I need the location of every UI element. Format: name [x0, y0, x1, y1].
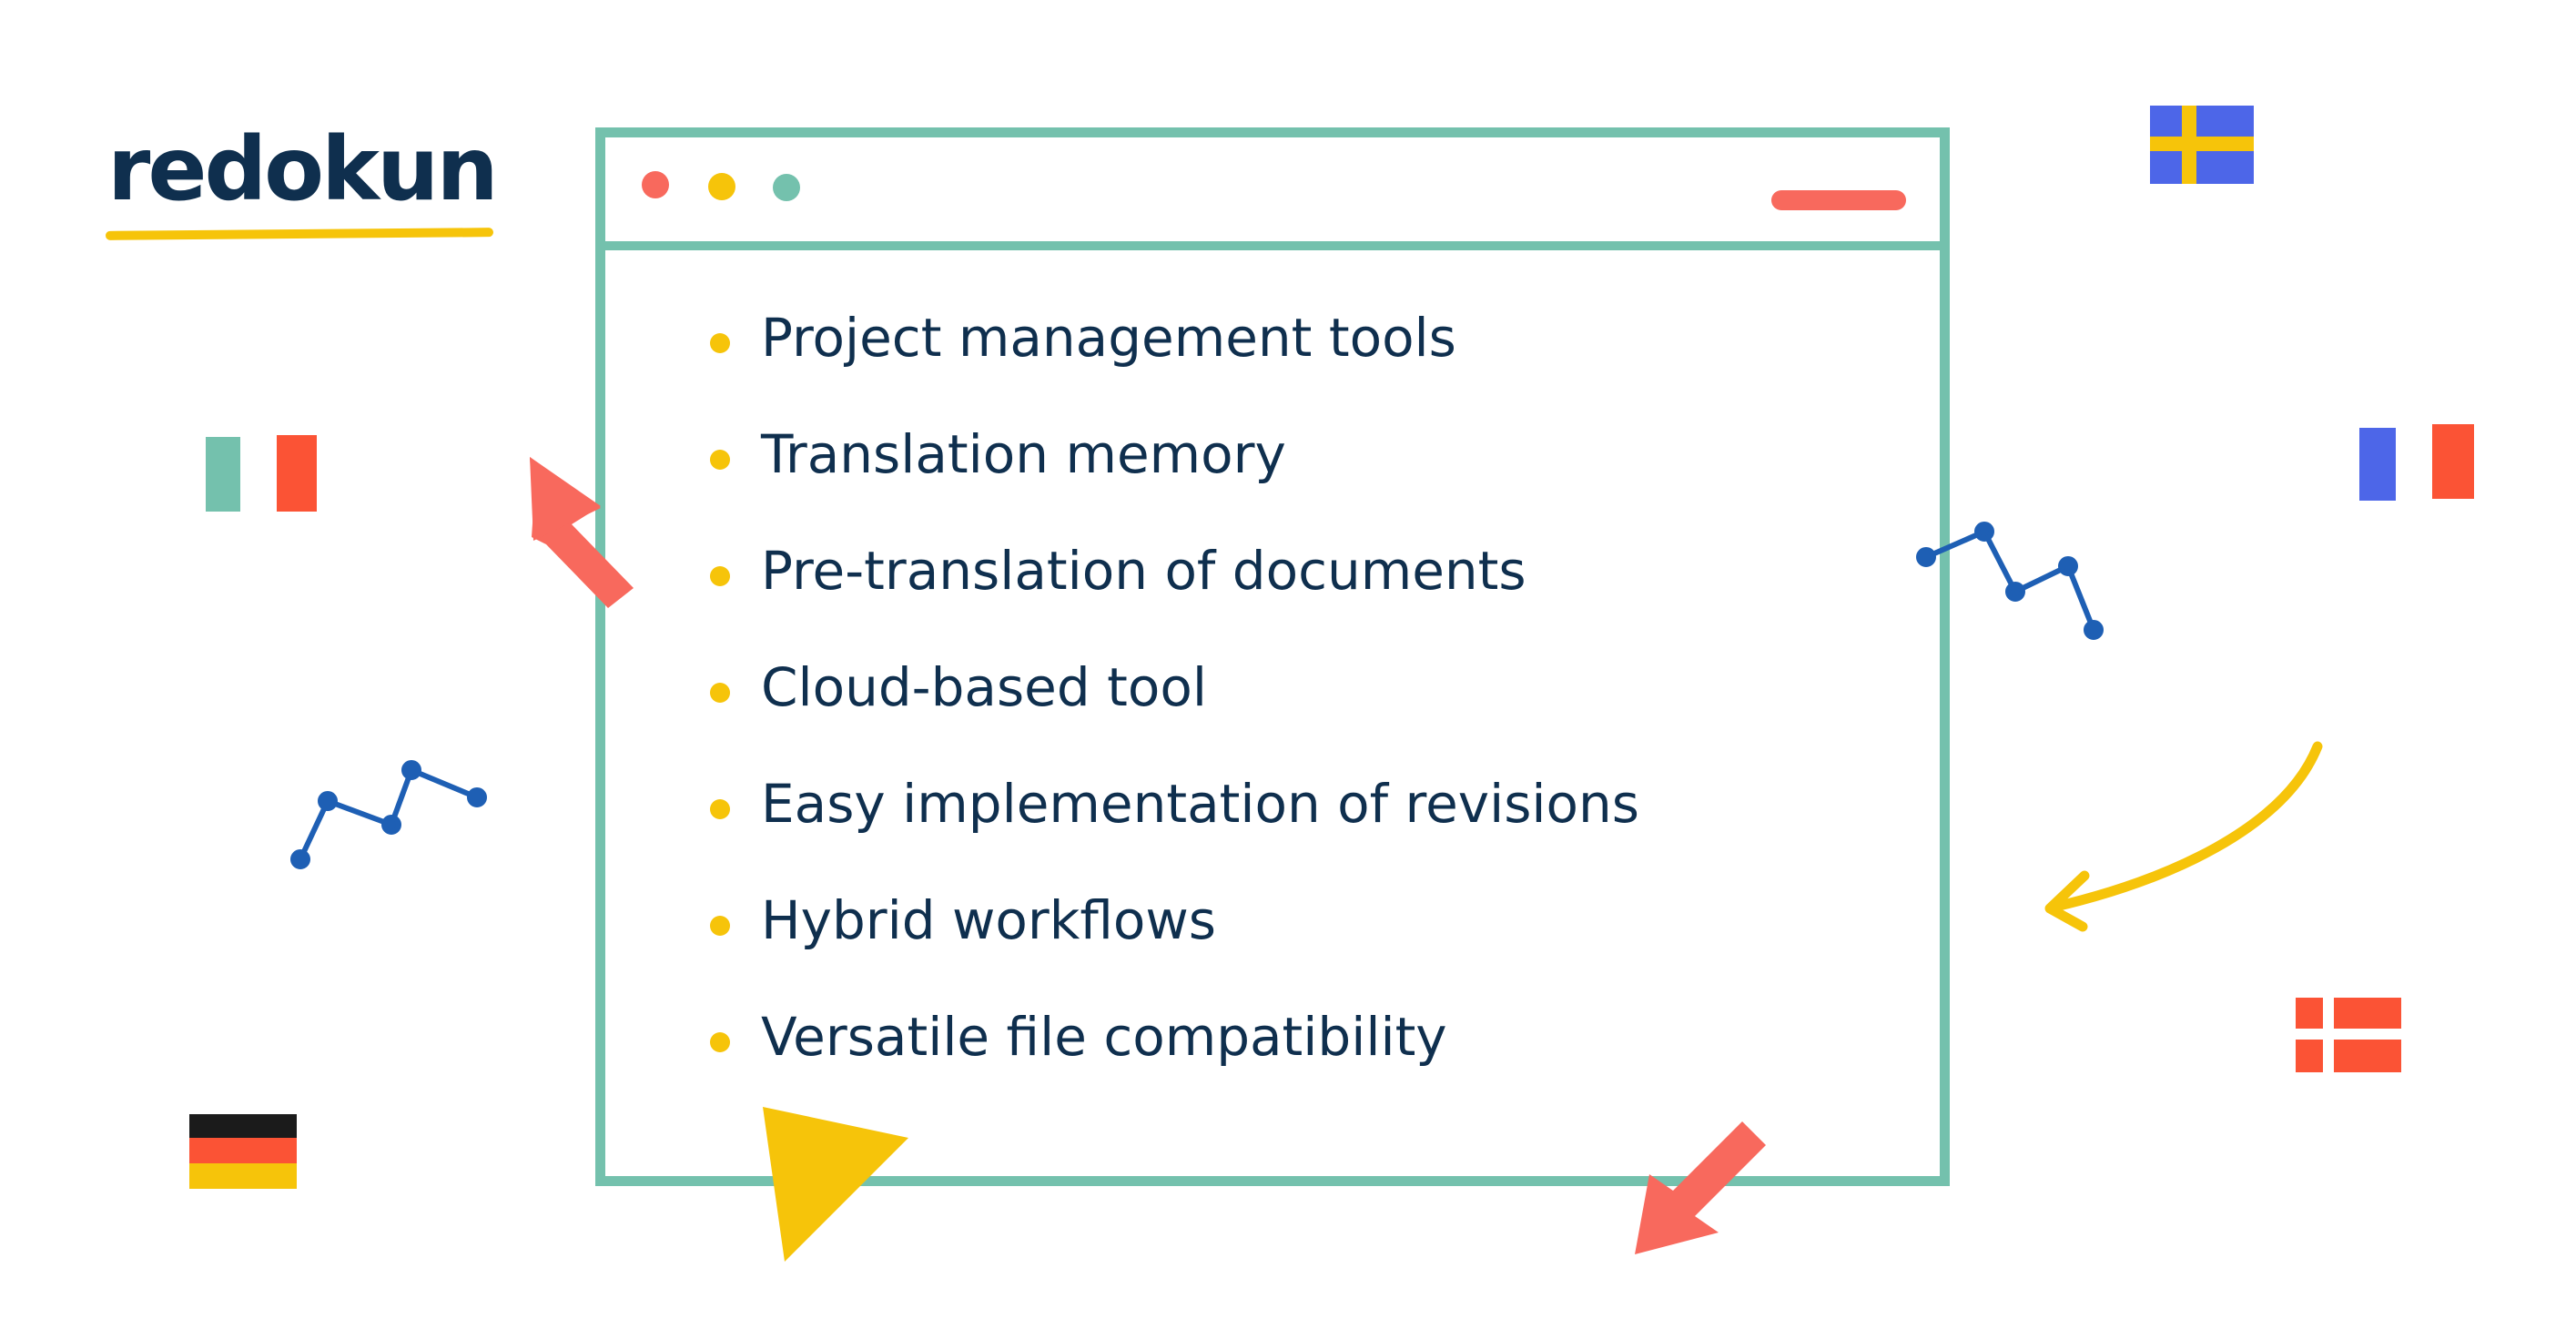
address-bar-pill	[1771, 190, 1906, 210]
list-item: Translation memory	[710, 417, 1639, 533]
window-minimize-dot	[708, 173, 735, 200]
feature-label: Easy implementation of revisions	[761, 773, 1639, 835]
squiggle-line-icon	[1916, 522, 2104, 640]
bullet-icon	[710, 1032, 730, 1052]
france-flag-icon	[2359, 424, 2474, 501]
bullet-icon	[710, 333, 730, 353]
bullet-icon	[710, 450, 730, 470]
arrow-down-left-icon	[1635, 1121, 1766, 1254]
list-item: Cloud-based tool	[710, 650, 1639, 766]
browser-window	[595, 127, 1950, 1186]
play-triangle-icon	[763, 1107, 908, 1262]
feature-label: Project management tools	[761, 307, 1456, 369]
bullet-icon	[710, 566, 730, 586]
list-item: Versatile file compatibility	[710, 999, 1639, 1116]
feature-label: Translation memory	[761, 423, 1286, 485]
feature-list: Project management tools Translation mem…	[710, 300, 1639, 1116]
feature-label: Pre-translation of documents	[761, 540, 1526, 602]
brand-logo: redokun	[107, 118, 499, 220]
italy-flag-icon	[206, 435, 317, 512]
bullet-icon	[710, 916, 730, 936]
curved-arrow-icon	[2044, 741, 2323, 932]
list-item: Project management tools	[710, 300, 1639, 417]
denmark-flag-icon	[2296, 998, 2401, 1072]
arrow-up-left-icon	[530, 457, 634, 608]
list-item: Easy implementation of revisions	[710, 766, 1639, 883]
list-item: Pre-translation of documents	[710, 533, 1639, 650]
browser-titlebar-divider	[595, 241, 1950, 250]
window-maximize-dot	[773, 174, 800, 201]
feature-label: Versatile file compatibility	[761, 1006, 1447, 1068]
feature-label: Cloud-based tool	[761, 656, 1207, 718]
squiggle-line-icon	[290, 760, 487, 869]
sweden-flag-icon	[2150, 106, 2254, 184]
germany-flag-icon	[189, 1114, 297, 1189]
window-close-dot	[642, 171, 669, 198]
list-item: Hybrid workflows	[710, 883, 1639, 999]
feature-label: Hybrid workflows	[761, 889, 1216, 951]
bullet-icon	[710, 799, 730, 819]
bullet-icon	[710, 683, 730, 703]
